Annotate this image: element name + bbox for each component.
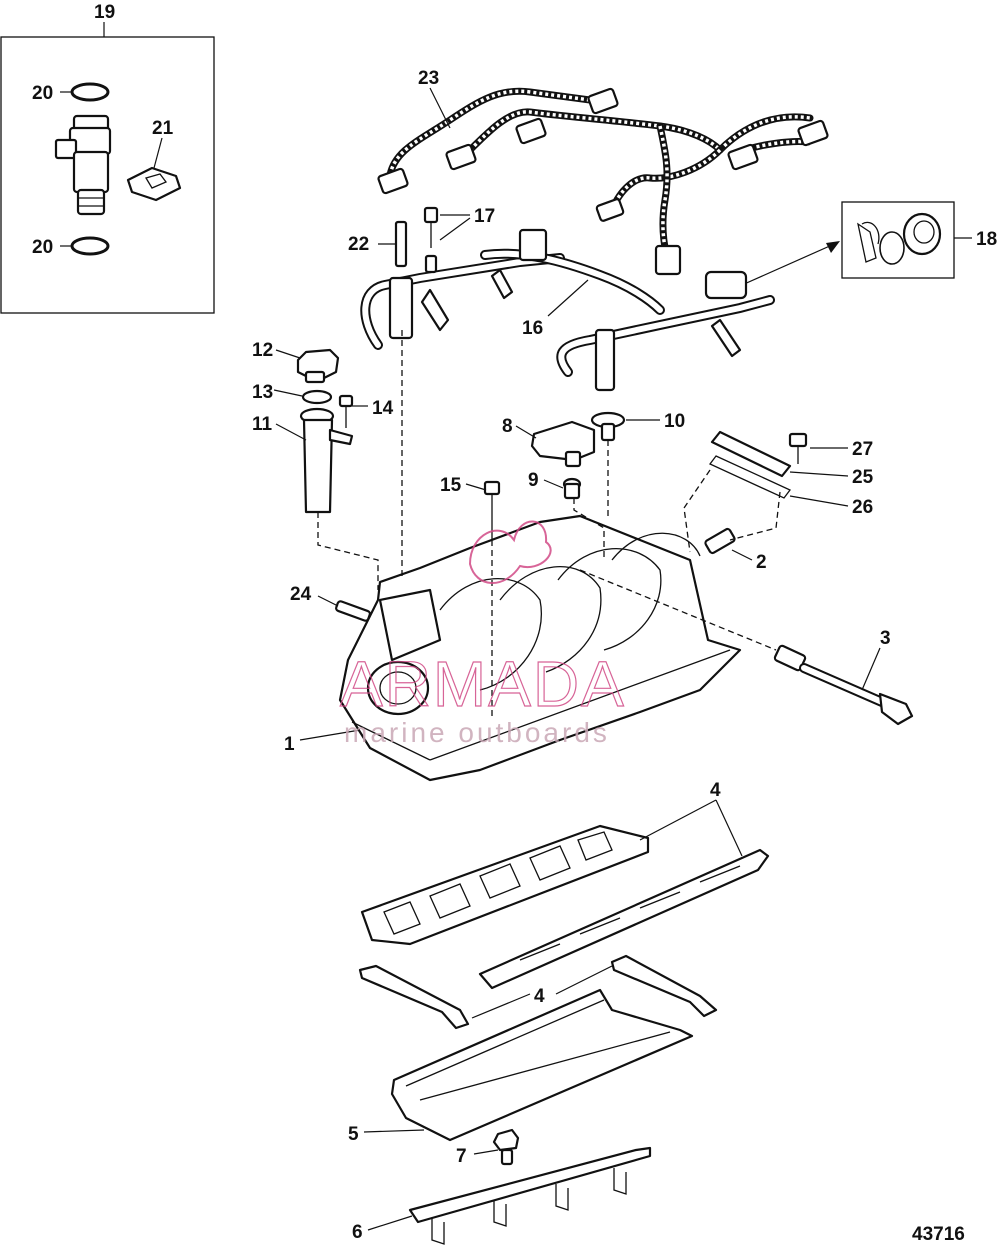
bracket: [367, 1146, 652, 1245]
injector-clip: [126, 166, 182, 202]
manifold-stud: [465, 480, 501, 540]
filler-cap: [275, 348, 340, 384]
callout-label: 11: [252, 414, 273, 435]
watermark-tagline: marine outboards: [344, 717, 610, 748]
fitting: [378, 220, 408, 268]
injector-harness: [377, 87, 829, 276]
callout-label: 19: [94, 2, 115, 23]
callout-label: 13: [252, 382, 273, 403]
watermark: ARMADA marine outboards: [339, 520, 626, 748]
stud-bolt: [590, 411, 660, 442]
filler-o-ring: [301, 389, 333, 405]
callout-label: 25: [852, 467, 874, 488]
o-ring-top: [70, 82, 110, 102]
grommet: [543, 477, 582, 500]
plate-gasket: [708, 455, 849, 507]
callout-label: 27: [852, 439, 873, 460]
plate: [710, 430, 849, 478]
fuel-injector: [54, 114, 112, 216]
manifold-pin: [317, 595, 371, 622]
callout-label: 7: [456, 1146, 467, 1167]
callout-label: 6: [352, 1222, 363, 1243]
schrader-valve: [423, 206, 471, 274]
callout-label: 4: [534, 986, 545, 1007]
filler-tube: [275, 407, 354, 514]
callout-label: 8: [502, 416, 513, 437]
figure-number: 43716: [912, 1224, 965, 1245]
callout-label: 10: [664, 411, 685, 432]
callout-label: 5: [348, 1124, 359, 1145]
temperature-sensor: [704, 527, 753, 561]
intake-manifold: [299, 514, 742, 782]
callout-label: 23: [418, 68, 439, 89]
plate-bolt: [788, 432, 848, 464]
pressure-regulator: [902, 212, 942, 256]
heat-shield: [363, 988, 694, 1142]
filler-screw: [338, 394, 368, 428]
end-seal-right: [555, 954, 718, 1018]
callout-label: 15: [440, 475, 462, 496]
callout-label: 20: [32, 237, 53, 258]
callout-label: 14: [372, 398, 394, 419]
callout-label: 22: [348, 234, 369, 255]
fuel-rail: [360, 228, 775, 392]
o-ring-bottom: [70, 236, 110, 256]
manifold-gasket-left: [360, 799, 717, 946]
callout-labels: 1 2 3 4 4 5 6 7 8 9 10 11 12 13 14 15 16…: [32, 2, 997, 1243]
callout-label: 9: [528, 470, 539, 491]
callout-label: 3: [880, 628, 891, 649]
end-seal-left: [358, 964, 531, 1030]
callout-label: 20: [32, 83, 53, 104]
callout-label: 4: [710, 780, 721, 801]
callout-label: 24: [290, 584, 312, 605]
callout-label: 12: [252, 340, 273, 361]
guide-lines: [317, 330, 781, 720]
injector-inset: [0, 22, 215, 314]
regulator-inset: [741, 201, 972, 286]
bracket-bolt: [473, 1128, 520, 1166]
sensor-lead: [773, 644, 914, 726]
callout-label: 26: [852, 497, 873, 518]
manifold-gasket-right: [478, 799, 770, 990]
callout-label: 2: [756, 552, 767, 573]
watermark-logo-icon: [468, 520, 552, 584]
callout-label: 1: [284, 734, 295, 755]
callout-label: 16: [522, 318, 543, 339]
callout-label: 21: [152, 118, 174, 139]
callout-label: 18: [976, 229, 997, 250]
watermark-brand: ARMADA: [340, 648, 626, 720]
map-sensor: [515, 420, 596, 468]
callout-label: 17: [474, 206, 495, 227]
